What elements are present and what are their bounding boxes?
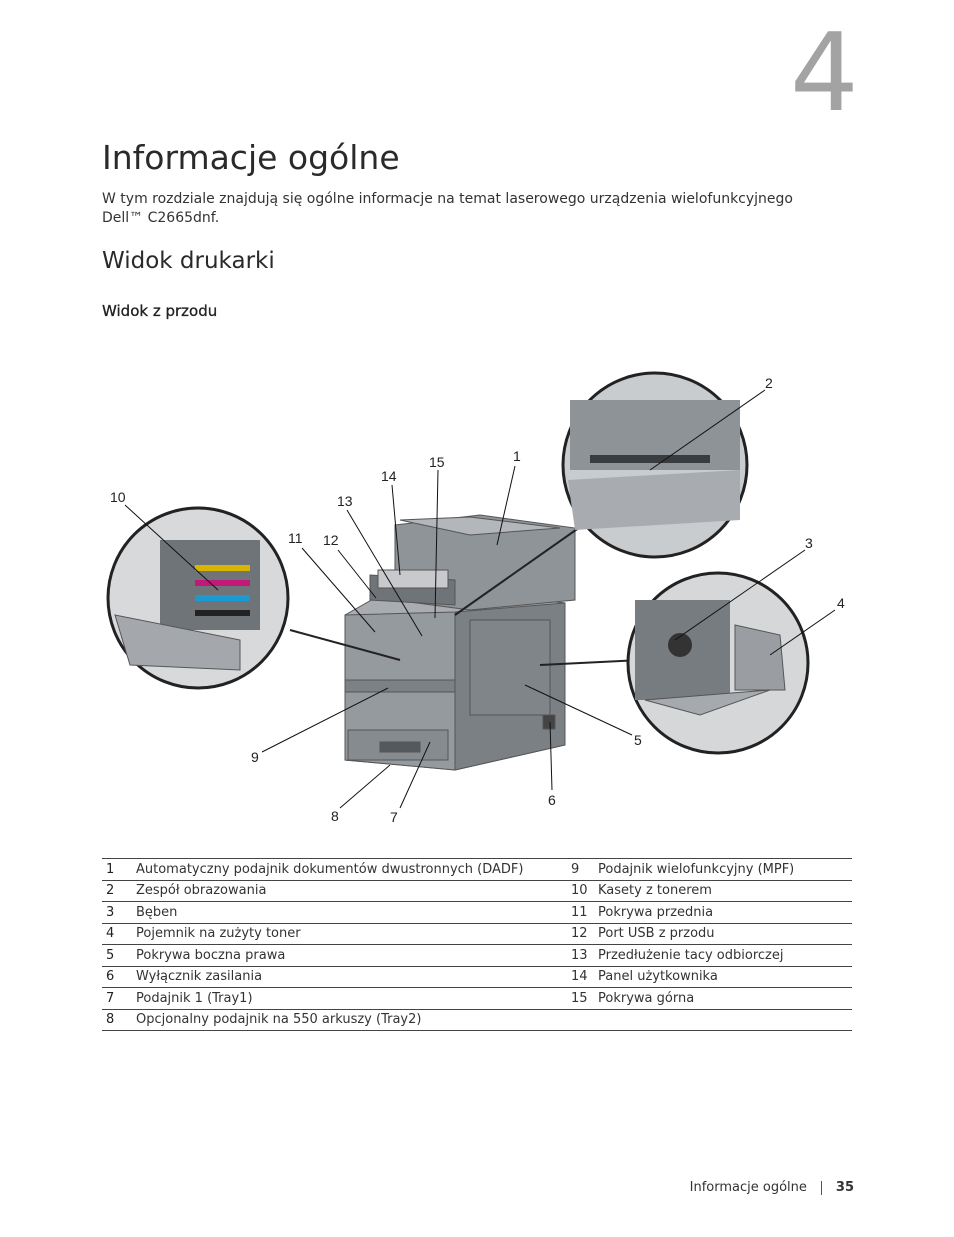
- part-name: Podajnik 1 (Tray1): [136, 987, 569, 1009]
- part-name: Podajnik wielofunkcyjny (MPF): [598, 858, 852, 880]
- part-number: 1: [102, 858, 136, 880]
- page-number: 35: [835, 1180, 854, 1195]
- part-name: Panel użytkownika: [598, 965, 852, 988]
- callout-6: 6: [548, 792, 556, 808]
- part-name: Automatyczny podajnik dokumentów dwustro…: [136, 858, 569, 880]
- part-number: 13: [569, 944, 598, 966]
- callout-8: 8: [331, 808, 339, 824]
- callout-leader-lines: [124, 389, 836, 809]
- part-name: Bęben: [136, 901, 569, 923]
- part-number: 6: [102, 965, 136, 988]
- callout-4: 4: [837, 595, 845, 611]
- chapter-number: 4: [790, 11, 859, 136]
- callout-5: 5: [634, 732, 642, 748]
- part-number: 4: [102, 922, 136, 945]
- printer-body: [344, 514, 576, 771]
- part-name: Pokrywa górna: [598, 987, 852, 1009]
- footer-divider: [820, 1180, 822, 1195]
- detail-circle-imaging-unit: [454, 371, 749, 616]
- callout-3: 3: [805, 535, 813, 551]
- page-title: Informacje ogólne: [102, 138, 400, 177]
- part-number: 14: [569, 965, 598, 988]
- callout-13: 13: [337, 493, 353, 509]
- part-name: Opcjonalny podajnik na 550 arkuszy (Tray…: [136, 1008, 569, 1031]
- footer-section-name: Informacje ogólne: [689, 1180, 807, 1195]
- section-title: Widok drukarki: [102, 248, 275, 274]
- part-number: 11: [569, 901, 598, 923]
- part-name: Pokrywa przednia: [598, 901, 852, 923]
- part-number: 3: [102, 901, 136, 923]
- part-name: Pojemnik na zużyty toner: [136, 922, 569, 945]
- part-number: 5: [102, 944, 136, 966]
- callout-10: 10: [110, 489, 126, 505]
- callout-14: 14: [381, 468, 397, 484]
- part-name: Zespół obrazowania: [136, 879, 569, 902]
- page-footer: Informacje ogólne 35: [690, 1180, 854, 1195]
- callout-15: 15: [429, 454, 445, 470]
- part-number: 8: [102, 1008, 136, 1031]
- part-number: 2: [102, 879, 136, 902]
- part-number: 9: [569, 858, 598, 880]
- callout-11: 11: [288, 530, 303, 546]
- detail-circle-drum: [539, 571, 810, 755]
- callout-7: 7: [390, 809, 398, 825]
- printer-front-view-illustration: 1 2 3 4 5 6 7 8 9 10 11 12 13 14 15: [106, 371, 845, 825]
- callout-2: 2: [765, 375, 773, 391]
- part-name: [598, 1008, 852, 1031]
- part-name: Wyłącznik zasilania: [136, 965, 569, 988]
- part-number: 12: [569, 922, 598, 945]
- part-name: Przedłużenie tacy odbiorczej: [598, 944, 852, 966]
- subsection-title: Widok z przodu: [102, 302, 218, 320]
- intro-paragraph: W tym rozdziale znajdują się ogólne info…: [102, 191, 793, 226]
- part-name: Pokrywa boczna prawa: [136, 944, 569, 966]
- part-number: 7: [102, 987, 136, 1009]
- part-number: 15: [569, 987, 598, 1009]
- callout-12: 12: [323, 532, 339, 548]
- callout-9: 9: [251, 749, 259, 765]
- detail-circle-toner: [106, 506, 401, 690]
- part-number: [569, 1008, 598, 1031]
- part-name: Kasety z tonerem: [598, 879, 852, 902]
- callout-1: 1: [513, 448, 521, 464]
- callout-labels: 1 2 3 4 5 6 7 8 9 10 11 12 13 14 15: [110, 375, 845, 825]
- part-number: 10: [569, 879, 598, 902]
- part-name: Port USB z przodu: [598, 922, 852, 945]
